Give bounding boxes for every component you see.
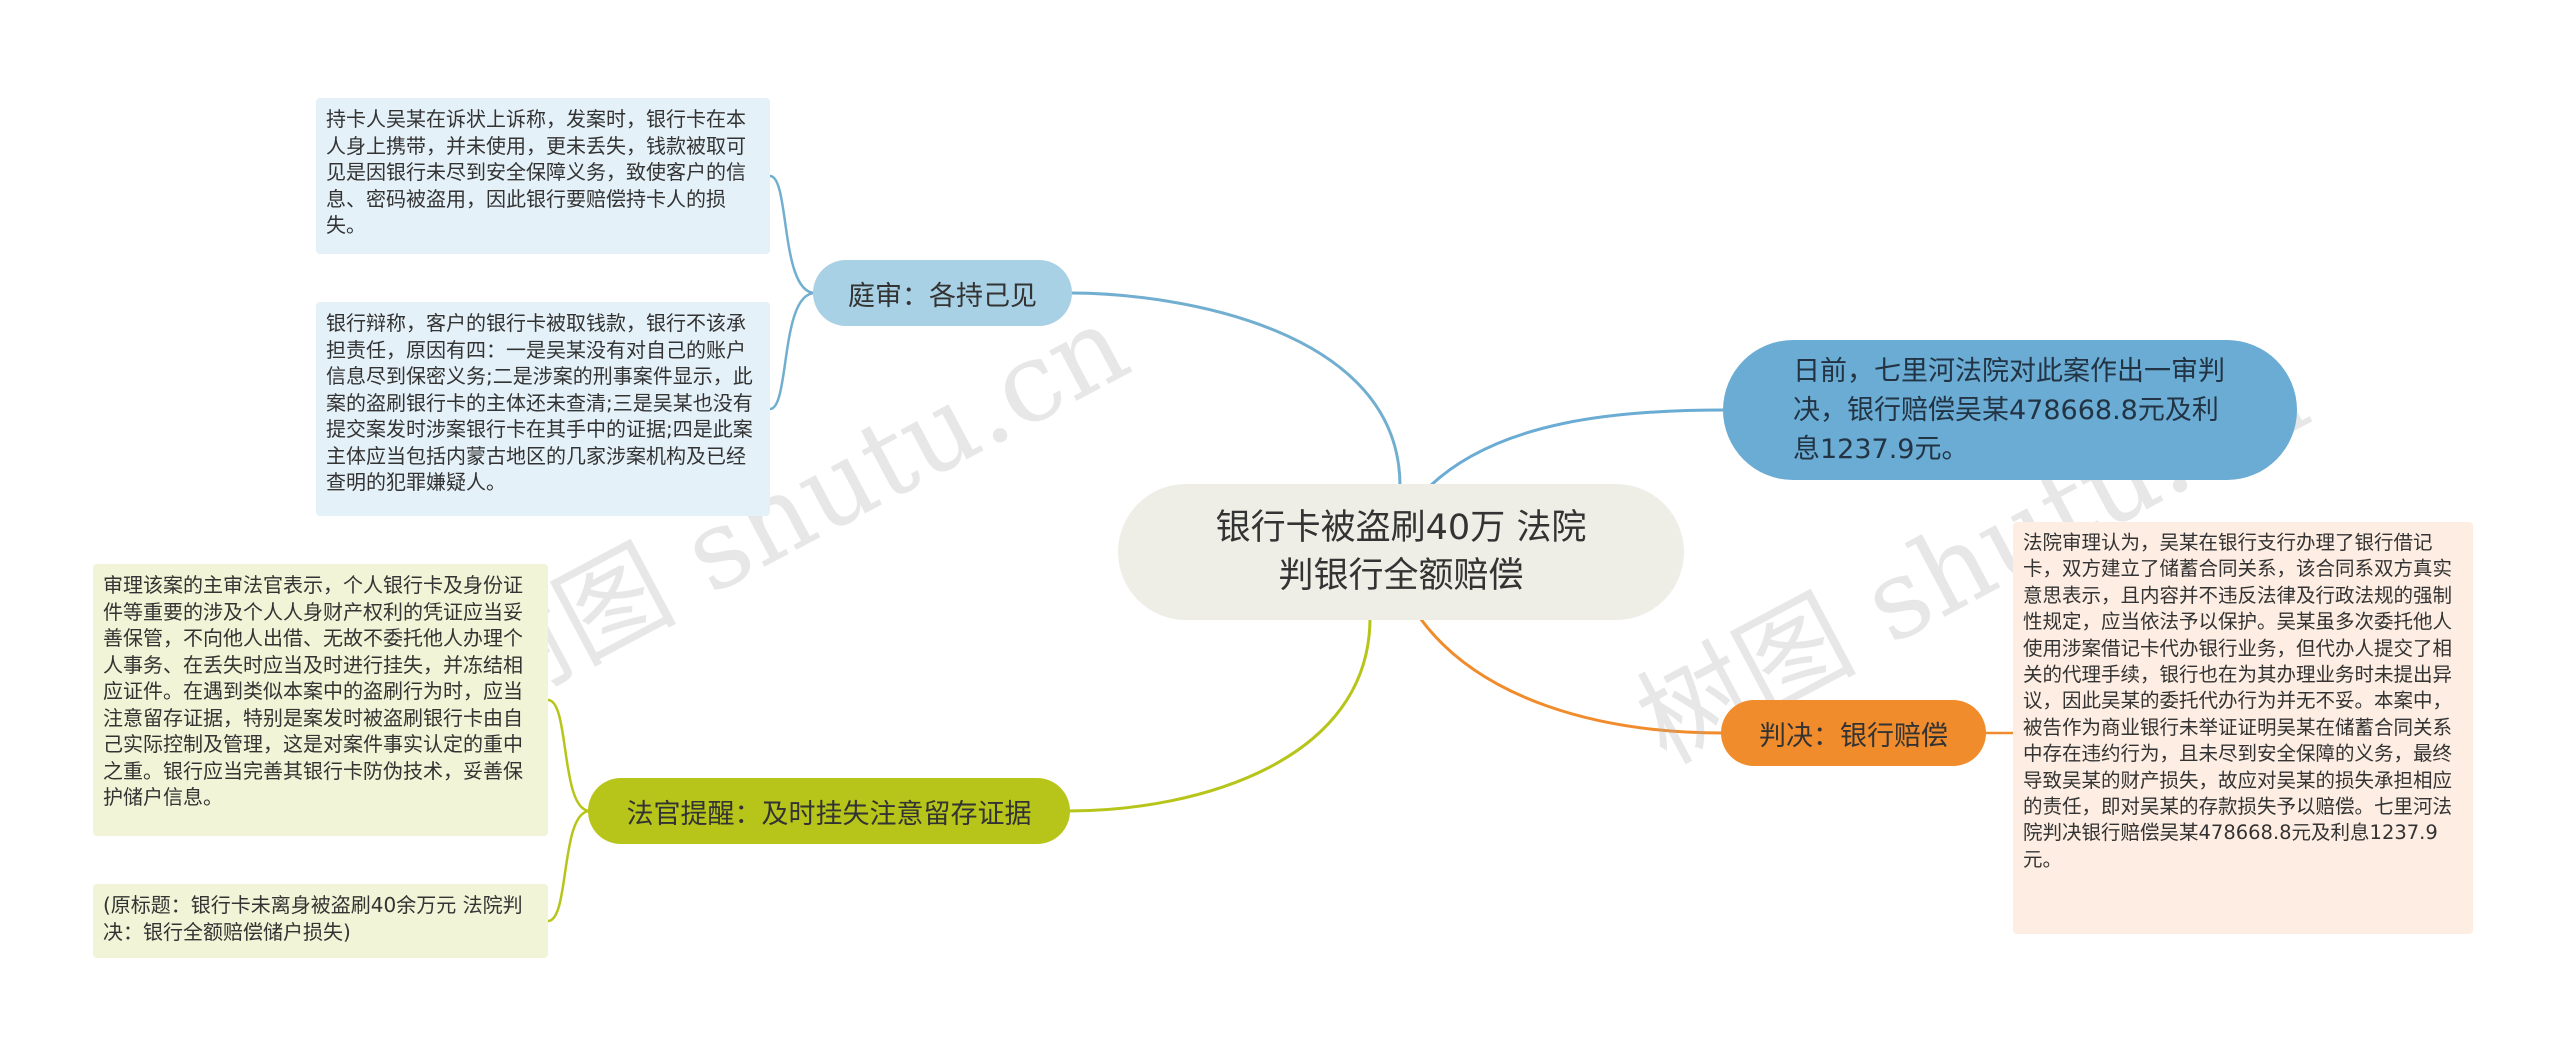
leaf-fayuan[interactable]: 法院审理认为，吴某在银行支行办理了银行借记卡，双方建立了储蓄合同关系，该合同系双… (2013, 522, 2473, 934)
leaf-shenli[interactable]: 审理该案的主审法官表示，个人银行卡及身份证件等重要的涉及个人人身财产权利的凭证应… (93, 564, 548, 836)
link-root-faguan (1067, 617, 1372, 813)
link-root-tingshen (1069, 291, 1402, 487)
link-tingshen-leaf1 (769, 174, 816, 295)
branch-riqian[interactable]: 日前，七里河法院对此案作出一审判决，银行赔偿吴某478668.8元及利息1237… (1723, 340, 2297, 480)
branch-panjue-label: 判决：银行赔偿 (1759, 720, 1948, 752)
branch-faguan[interactable]: 法官提醒：及时挂失注意留存证据 (588, 778, 1070, 844)
link-root-riqian (1428, 408, 1726, 488)
root-topic[interactable]: 银行卡被盗刷40万 法院 判银行全额赔偿 (1118, 484, 1684, 620)
leaf-yinhang[interactable]: 银行辩称，客户的银行卡被取钱款，银行不该承担责任，原因有四：一是吴某没有对自己的… (316, 302, 770, 516)
leaf-chika[interactable]: 持卡人吴某在诉状上诉称，发案时，银行卡在本人身上携带，并未使用，更未丢失，钱款被… (316, 98, 770, 254)
branch-tingshen-label: 庭审：各持己见 (848, 280, 1037, 312)
leaf-yuanbiaoti[interactable]: (原标题：银行卡未离身被盗刷40余万元 法院判决：银行全额赔偿储户损失) (93, 884, 548, 958)
link-faguan-leaf4 (547, 809, 591, 923)
root-title-line2: 判银行全额赔偿 (1278, 556, 1524, 596)
root-title-line1: 银行卡被盗刷40万 法院 (1215, 508, 1587, 548)
link-faguan-leaf3 (547, 698, 591, 813)
link-tingshen-leaf2 (769, 291, 816, 411)
branch-panjue[interactable]: 判决：银行赔偿 (1721, 700, 1986, 766)
branch-tingshen[interactable]: 庭审：各持己见 (813, 260, 1072, 326)
link-root-panjue (1418, 617, 1724, 735)
branch-riqian-label: 日前，七里河法院对此案作出一审判决，银行赔偿吴某478668.8元及利息1237… (1793, 355, 2225, 465)
branch-faguan-label: 法官提醒：及时挂失注意留存证据 (626, 798, 1032, 830)
